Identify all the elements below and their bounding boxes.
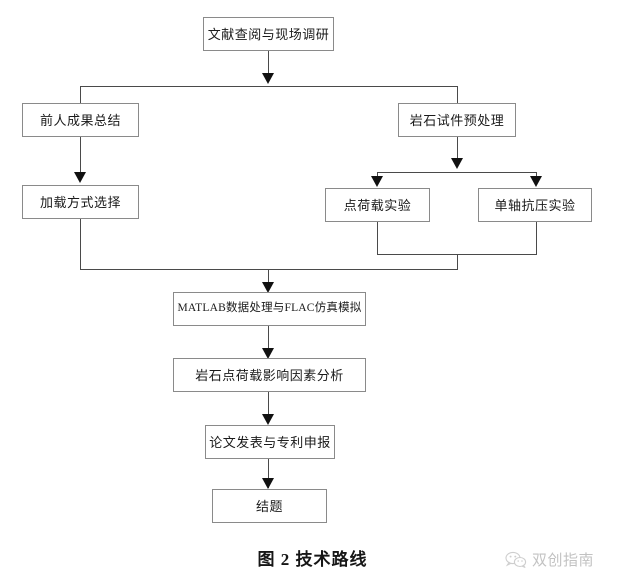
flow-node-influence-factor-analysis[interactable]: 岩石点荷载影响因素分析 (173, 358, 366, 392)
arrowhead-n5 (371, 176, 383, 187)
arrowhead-n6 (530, 176, 542, 187)
flow-node-label: 单轴抗压实验 (494, 197, 576, 213)
flow-node-label: MATLAB数据处理与FLAC仿真模拟 (177, 302, 362, 315)
connector-n7-to-n8 (268, 326, 269, 357)
connector-exp-right-drop (536, 172, 537, 178)
flow-node-uniaxial-compression-test[interactable]: 单轴抗压实验 (478, 188, 592, 222)
connector-n3-down (457, 137, 458, 161)
connector-n4-merge-down (80, 219, 81, 270)
connector-n5-merge-down (377, 222, 378, 255)
arrowhead-n8 (262, 348, 274, 359)
arrowhead-n1-split (262, 73, 274, 84)
connector-exp-left-drop (377, 172, 378, 178)
flow-node-matlab-flac-simulation[interactable]: MATLAB数据处理与FLAC仿真模拟 (173, 292, 366, 326)
wechat-icon (505, 551, 527, 569)
connector-main-to-n7 (268, 269, 269, 285)
flow-node-prior-results[interactable]: 前人成果总结 (22, 103, 139, 137)
arrowhead-n4 (74, 172, 86, 183)
flow-node-label: 岩石试件预处理 (409, 112, 505, 128)
flow-node-loading-method-selection[interactable]: 加载方式选择 (22, 185, 139, 219)
connector-n6-merge-down (536, 222, 537, 255)
flow-node-project-completion[interactable]: 结题 (212, 489, 327, 523)
flow-node-label: 论文发表与专利申报 (209, 434, 331, 450)
flow-node-literature-review[interactable]: 文献查阅与现场调研 (203, 17, 334, 51)
connector-n8-to-n9 (268, 392, 269, 423)
flow-node-label: 结题 (255, 498, 283, 514)
flow-node-label: 前人成果总结 (39, 112, 121, 128)
connector-n1-down (268, 51, 269, 75)
flow-node-label: 文献查阅与现场调研 (207, 26, 330, 42)
connector-n2-to-n4 (80, 137, 81, 174)
watermark-label: 双创指南 (532, 552, 595, 569)
flow-node-label: 点荷载实验 (343, 197, 412, 213)
watermark: 双创指南 (505, 549, 594, 570)
connector-split-left-drop (80, 86, 81, 103)
figure-caption: 图 2 技术路线 (257, 550, 368, 569)
flow-node-label: 加载方式选择 (39, 194, 121, 210)
connector-n9-to-n10 (268, 459, 269, 488)
flow-node-paper-and-patent[interactable]: 论文发表与专利申报 (205, 425, 335, 459)
arrowhead-n7 (262, 282, 274, 293)
flow-node-point-load-test[interactable]: 点荷载实验 (325, 188, 430, 222)
arrowhead-n3-split (451, 158, 463, 169)
connector-split-right-drop (457, 86, 458, 103)
flow-node-label: 岩石点荷载影响因素分析 (195, 367, 344, 383)
connector-experiments-to-main (457, 254, 458, 270)
connector-split-bar-experiments (377, 172, 537, 173)
arrowhead-n9 (262, 414, 274, 425)
flow-node-specimen-preprocessing[interactable]: 岩石试件预处理 (398, 103, 516, 137)
arrowhead-n10 (262, 478, 274, 489)
connector-split-bar-top (80, 86, 458, 87)
connector-merge-bar-main (80, 269, 458, 270)
